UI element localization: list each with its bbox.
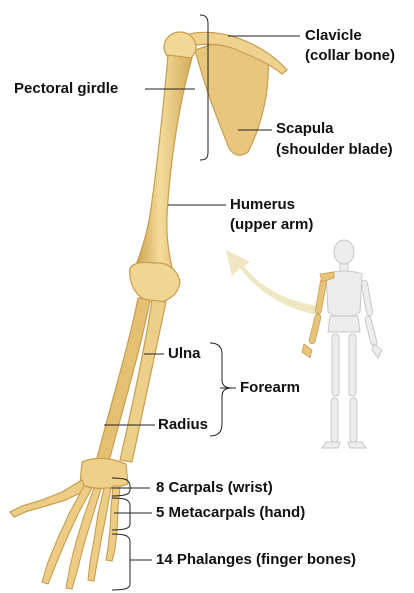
label-clavicle: Clavicle <box>305 27 362 45</box>
label-metacarpals: 5 Metacarpals (hand) <box>156 504 305 522</box>
label-scapula-sub: (shoulder blade) <box>276 141 393 159</box>
label-pectoral-girdle: Pectoral girdle <box>14 80 118 98</box>
label-carpals: 8 Carpals (wrist) <box>156 479 273 497</box>
label-radius: Radius <box>158 416 208 434</box>
mini-skeleton <box>322 240 382 448</box>
carpal-bones <box>80 458 128 488</box>
pointer-arrow <box>226 250 320 315</box>
elbow-joint <box>130 263 180 303</box>
label-humerus-sub: (upper arm) <box>230 216 313 234</box>
label-humerus: Humerus <box>230 196 295 214</box>
label-scapula: Scapula <box>276 120 334 138</box>
scapula-bone <box>195 43 268 155</box>
label-clavicle-sub: (collar bone) <box>305 47 395 65</box>
label-forearm: Forearm <box>240 379 300 397</box>
label-ulna: Ulna <box>168 345 201 363</box>
label-phalanges: 14 Phalanges (finger bones) <box>156 551 356 569</box>
forearm-bracket <box>210 343 232 436</box>
